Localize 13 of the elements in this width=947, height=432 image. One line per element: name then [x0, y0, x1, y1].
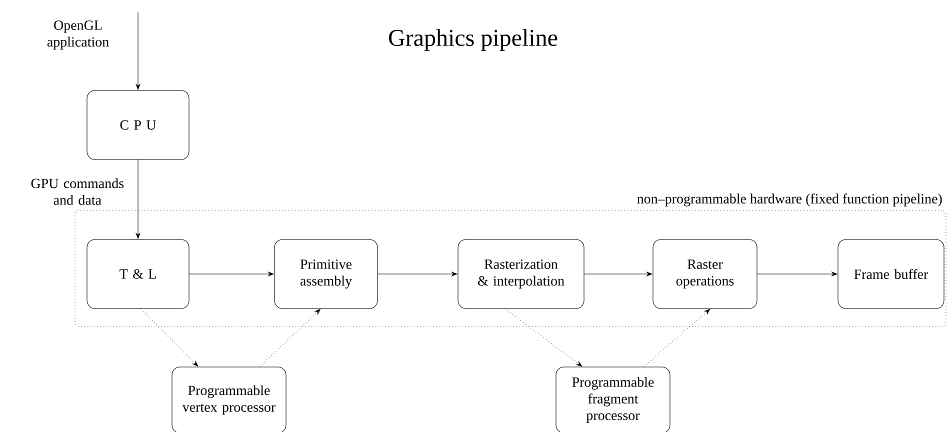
- edge-label: GPU commands and data: [31, 178, 124, 205]
- arrow: [504, 308, 582, 367]
- process-box: Frame buffer: [838, 239, 944, 309]
- source-label: OpenGL application: [47, 20, 109, 50]
- process-box: Programmable fragment processor: [556, 366, 670, 432]
- group-heading: non–programmable hardware (fixed function pipeline): [637, 194, 942, 206]
- process-box: C P U: [86, 90, 190, 160]
- diagram-title: Graphics pipeline: [389, 29, 558, 51]
- process-box: Primitive assembly: [274, 239, 378, 309]
- process-box: Rasterization & interpolation: [458, 239, 584, 309]
- process-box: Programmable vertex processor: [172, 366, 286, 432]
- process-box: Raster operations: [652, 239, 758, 309]
- process-box: T & L: [86, 239, 190, 309]
